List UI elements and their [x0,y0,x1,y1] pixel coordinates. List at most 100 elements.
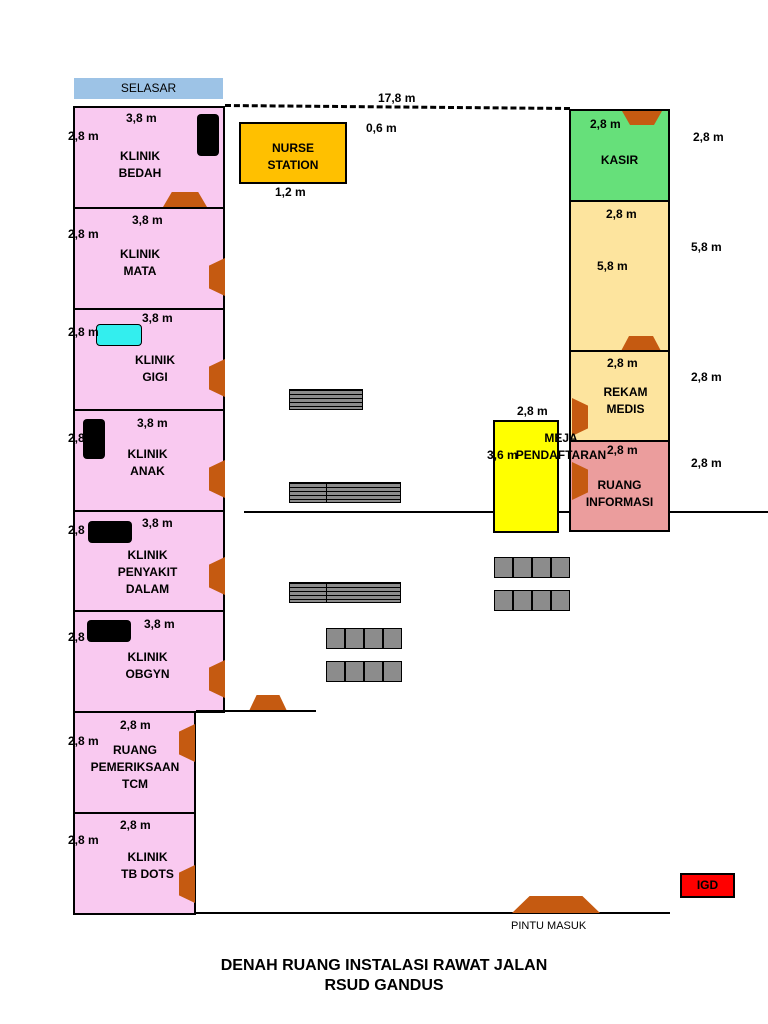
chair-icon [532,590,551,611]
door-icon [209,460,225,498]
room-klinik-tb-dots: 2,8 m KLINIK TB DOTS [73,812,196,915]
chair-icon [551,590,570,611]
room-width: 3,8 m [132,213,163,227]
chair-icon [326,628,345,649]
room-ruang-informasi: 2,8 m RUANG INFORMASI [569,440,670,532]
side-dim: 2,8 m [693,130,724,144]
igd-sign: IGD [680,873,735,898]
nurse-station-label: NURSE STATION [267,141,319,172]
room-width: 2,8 m [120,718,151,732]
door-icon [179,724,195,762]
hall-door-icon [249,695,287,711]
chair-icon [494,557,513,578]
door-icon [621,336,661,351]
chair-icon [364,628,383,649]
room-label: KLINIK PENYAKIT DALAM [117,548,178,596]
registration-depth: 3,6 m [487,448,518,462]
door-icon [163,192,207,207]
room-label: RUANG PEMERIKSAAN TCM [90,743,180,791]
page-subtitle: RSUD GANDUS [324,977,444,994]
registration-width: 2,8 m [517,404,548,418]
page-title: DENAH RUANG INSTALASI RAWAT JALAN [220,957,548,974]
door-icon [209,660,225,698]
chair-icon [383,628,402,649]
igd-label: IGD [696,878,719,892]
chair-icon [551,557,570,578]
room-depth: 2,8 m [68,227,99,241]
wall-line [196,710,316,712]
room-label: KLINIK OBGYN [125,650,170,681]
chair-icon [532,557,551,578]
room-klinik-mata: 3,8 m KLINIK MATA [73,207,225,310]
waiting-bench [289,482,327,503]
room-ruang-pemeriksaan-tcm: 2,8 m RUANG PEMERIKSAAN TCM [73,711,196,814]
room-klinik-gigi: 3,8 m KLINIK GIGI [73,308,225,411]
door-icon [622,111,662,125]
room-klinik-penyakit-dalam: 3,8 m KLINIK PENYAKIT DALAM [73,510,225,613]
total-width-label: 17,8 m [378,91,416,105]
side-dim: 5,8 m [691,240,722,254]
waiting-bench [326,482,401,503]
door-icon [179,865,195,903]
chair-icon [326,661,345,682]
room-width: 3,8 m [137,416,168,430]
room-width: 3,8 m [142,516,173,530]
gap-label: 0,6 m [366,121,397,135]
room-depth: 2,8 m [68,325,99,339]
room-label: KLINIK ANAK [127,447,168,478]
chair-icon [345,628,364,649]
waiting-bench [289,582,327,603]
nurse-station: NURSE STATION [239,122,347,184]
waiting-bench [289,389,363,410]
room-kasir: 2,8 m KASIR [569,109,670,202]
corridor-selasar: SELASAR [74,78,223,99]
room-storage: 2,8 m 5,8 m [569,200,670,352]
chair-icon [345,661,364,682]
main-entrance-door-icon [512,896,600,913]
room-rekam-medis: 2,8 m REKAM MEDIS [569,350,670,442]
room-width: 3,8 m [142,311,173,325]
room-depth: 2,8 m [68,129,99,143]
door-icon [209,359,225,397]
room-klinik-bedah: 3,8 m KLINIK BEDAH [73,106,225,209]
nurse-station-width: 1,2 m [275,185,306,199]
chair-icon [364,661,383,682]
chair-icon [383,661,402,682]
room-inner-dim: 2,8 m [607,356,638,370]
room-depth: 2,8 m [68,523,99,537]
bed-icon [88,521,132,543]
room-inner-dim: 2,8 m [606,207,637,221]
room-klinik-anak: 3,8 m KLINIK ANAK [73,409,225,512]
room-depth: 2,8 m [68,833,99,847]
room-label: REKAM MEDIS [603,385,648,416]
room-label: KLINIK MATA [120,247,160,278]
room-width: 3,8 m [144,617,175,631]
chair-icon [513,557,532,578]
room-klinik-obgyn: 3,8 m KLINIK OBGYN [73,610,225,713]
room-label: KLINIK TB DOTS [121,850,174,881]
corridor-label: SELASAR [120,81,177,95]
room-depth: 2,8 m [68,734,99,748]
side-dim: 2,8 m [691,456,722,470]
entrance-label: PINTU MASUK [511,920,587,932]
door-icon [572,398,588,436]
room-inner-dim: 2,8 m [590,117,621,131]
room-width: 3,8 m [126,111,157,125]
door-icon [209,557,225,595]
registration-desk [493,420,559,533]
room-label: KLINIK GIGI [135,353,175,384]
room-inner-dim: 2,8 m [607,443,638,457]
bottom-wall [196,912,670,914]
room-width: 2,8 m [120,818,151,832]
dental-chair-icon [96,324,142,346]
bed-icon [83,419,105,459]
bed-icon [197,114,219,156]
chair-icon [494,590,513,611]
door-icon [209,258,225,296]
waiting-bench [326,582,401,603]
room-inner-dim2: 5,8 m [597,259,628,273]
bed-icon [87,620,131,642]
side-dim: 2,8 m [691,370,722,384]
registration-label: MEJA PENDAFTARAN [515,431,607,462]
room-depth: 2,8 m [68,431,99,445]
